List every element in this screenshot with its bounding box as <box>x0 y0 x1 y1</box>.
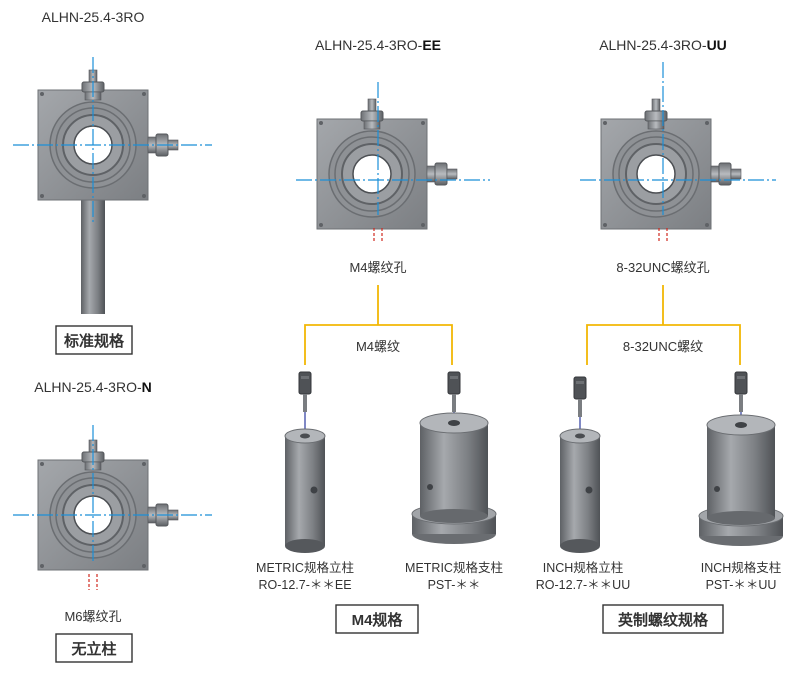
standard-box: 标准规格 <box>55 325 133 355</box>
no-post-mount <box>37 439 179 571</box>
m4-box-label: M4规格 <box>352 611 404 629</box>
no-post-mount-figure <box>13 425 212 590</box>
standard-model-title: ALHN-25.4-3RO <box>42 9 145 25</box>
no-post-model-title: ALHN-25.4-3RO-N <box>34 379 152 395</box>
unc-box-label: 英制螺纹规格 <box>618 611 709 629</box>
inch-post <box>559 428 601 554</box>
metric-post-assembly <box>284 371 326 554</box>
inch-post-code: RO-12.7-＊＊UU <box>536 578 630 592</box>
inch-post-assembly <box>559 376 601 554</box>
m4-thread-label: M4螺纹 <box>356 339 400 354</box>
no-post-box-label: 无立柱 <box>70 640 116 658</box>
m4-center-lines <box>296 82 490 215</box>
m4-thread-bracket <box>304 285 453 365</box>
unc-model-title: ALHN-25.4-3RO-UU <box>599 37 727 53</box>
no-post-box: 无立柱 <box>55 633 133 663</box>
standard-box-label: 标准规格 <box>63 332 125 350</box>
m4-mount-figure <box>296 82 490 243</box>
standard-center-lines <box>13 57 212 223</box>
inch-pedestal <box>698 414 784 547</box>
no-post-hole-label: M6螺纹孔 <box>64 609 121 624</box>
no-post-hole-marker <box>88 574 98 590</box>
m4-hole-marker <box>373 228 383 243</box>
metric-post-name: METRIC规格立柱 <box>256 560 354 575</box>
unc-mount-figure <box>580 62 776 243</box>
inch-pedestal-name: INCH规格支柱 <box>701 560 782 575</box>
unc-hole-label: 8-32UNC螺纹孔 <box>616 260 709 275</box>
unc-hole-marker <box>658 228 668 243</box>
unc-box: 英制螺纹规格 <box>602 604 724 634</box>
m4-model-title: ALHN-25.4-3RO-EE <box>315 37 441 53</box>
metric-pedestal-assembly <box>411 371 497 545</box>
m4-hole-label: M4螺纹孔 <box>349 260 406 275</box>
no-post-center-lines <box>13 425 212 562</box>
standard-mount <box>37 69 179 201</box>
m4-box: M4规格 <box>335 604 419 634</box>
inch-post-name: INCH规格立柱 <box>543 560 624 575</box>
metric-post <box>284 428 326 554</box>
metric-pedestal-name: METRIC规格支柱 <box>405 560 503 575</box>
unc-thread-bracket <box>586 285 741 365</box>
unc-center-lines <box>580 62 776 215</box>
standard-mount-figure <box>13 57 212 314</box>
unc-mount <box>600 98 742 230</box>
unc-thread-label: 8-32UNC螺纹 <box>623 339 703 354</box>
m4-mount <box>316 98 458 230</box>
metric-pedestal <box>411 412 497 545</box>
inch-pedestal-code: PST-＊＊UU <box>706 578 777 592</box>
inch-pedestal-assembly <box>698 371 784 547</box>
metric-pedestal-code: PST-＊＊ <box>428 578 481 592</box>
metric-post-code: RO-12.7-＊＊EE <box>258 578 351 592</box>
